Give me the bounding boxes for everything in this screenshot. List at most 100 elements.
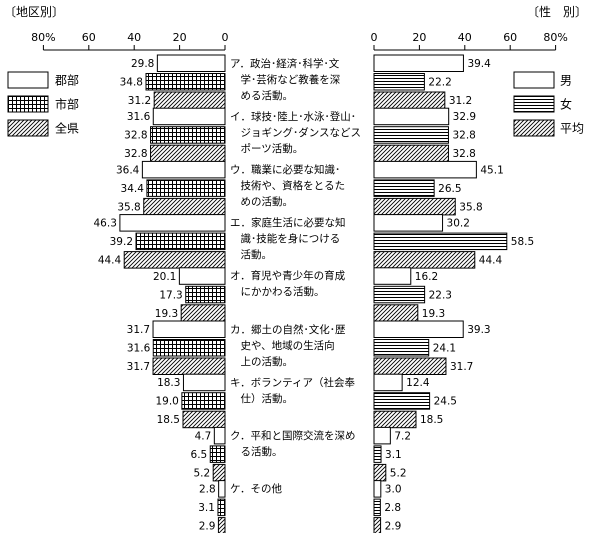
right-value-label: 32.9 (453, 111, 476, 123)
category-label-line: 仕）活動。 (230, 392, 293, 405)
left-bar (145, 73, 226, 91)
right-tick-label: 80% (543, 31, 567, 44)
category-label: ケ．その他 (230, 481, 370, 497)
left-value-label: 18.5 (157, 414, 180, 426)
right-value-label: 31.7 (450, 361, 473, 373)
right-value-label: 32.8 (452, 148, 475, 160)
left-value-label: 46.3 (94, 218, 117, 230)
right-value-label: 32.8 (452, 130, 475, 142)
right-bar (373, 373, 403, 392)
right-bar (373, 267, 412, 285)
left-tick-label: 0 (222, 31, 229, 44)
left-tick-label: 40 (127, 31, 141, 44)
category-label: オ．育児や青少年の育成 にかかわる活動。 (230, 268, 370, 300)
legend-left-label: 市部 (55, 97, 79, 112)
legend-left-label: 郡部 (55, 73, 79, 88)
category-label-line: める活動。 (230, 89, 293, 102)
left-value-label: 34.8 (120, 77, 143, 89)
right-bar (373, 463, 387, 482)
right-value-label: 39.4 (467, 58, 491, 70)
left-bar (141, 160, 226, 179)
category-label-line: イ．球技･陸上･水泳･登山･ (230, 110, 356, 123)
right-bar (373, 107, 450, 126)
category-label-line: カ．郷土の自然･文化･歴 (230, 323, 346, 336)
right-value-label: 3.1 (385, 449, 402, 461)
left-value-label: 31.7 (127, 324, 150, 336)
legend-left-swatch (7, 71, 49, 89)
category-label-line: 識･技能を身につける (230, 233, 341, 246)
left-bar (146, 179, 226, 197)
left-value-label: 17.3 (159, 289, 182, 301)
category-label-line: 活動。 (230, 249, 272, 262)
right-bar (373, 320, 464, 338)
right-value-label: 44.4 (479, 255, 503, 267)
right-tick-label: 60 (503, 31, 517, 44)
left-value-label: 32.8 (124, 148, 147, 160)
left-bar (150, 126, 226, 144)
left-bar (178, 267, 226, 285)
right-bar (373, 91, 446, 109)
legend-right-label: 女 (560, 97, 572, 112)
left-bar (150, 144, 226, 163)
category-label: エ．家庭生活に必要な知 識･技能を身につける 活動。 (230, 215, 370, 263)
left-value-label: 44.4 (98, 255, 122, 267)
right-value-label: 58.5 (511, 236, 534, 248)
right-bar (373, 285, 426, 304)
category-label: キ．ボランティア（社会奉 仕）活動。 (230, 375, 370, 407)
left-bar (213, 426, 226, 445)
left-bar (153, 91, 226, 109)
right-tick-label: 40 (458, 31, 472, 44)
left-value-label: 32.8 (124, 130, 147, 142)
category-label-line: 技術や、資格をとるた (230, 179, 346, 192)
left-bar (218, 480, 226, 498)
right-bar (373, 517, 382, 533)
category-label-line: にかかわる活動。 (230, 286, 325, 299)
legend-right-label: 平均 (560, 122, 584, 136)
right-value-label: 39.3 (467, 324, 490, 336)
left-bar (135, 232, 226, 251)
left-value-label: 5.2 (193, 467, 210, 479)
left-bar (217, 498, 226, 517)
right-value-label: 22.2 (428, 77, 451, 89)
left-bar (152, 339, 226, 357)
category-label-line: る活動。 (230, 445, 283, 458)
right-bar (373, 197, 456, 216)
region-header: 〔地区別〕 (4, 5, 65, 19)
left-value-label: 39.2 (110, 236, 133, 248)
category-label: ク．平和と国際交流を深め る活動。 (230, 428, 370, 460)
left-value-label: 2.8 (199, 484, 216, 496)
left-value-label: 34.4 (121, 183, 145, 195)
left-bar (123, 251, 226, 269)
left-value-label: 31.2 (128, 95, 151, 107)
left-value-label: 29.8 (131, 58, 154, 70)
right-value-label: 26.5 (438, 183, 461, 195)
category-label: カ．郷土の自然･文化･歴 史や、地域の生活向 上の活動。 (230, 322, 370, 370)
right-bar (373, 54, 464, 72)
right-value-label: 7.2 (394, 430, 411, 442)
right-value-label: 2.8 (384, 502, 401, 514)
right-bar (373, 179, 435, 197)
right-bar (373, 426, 391, 445)
category-label-line: めの活動。 (230, 195, 293, 208)
left-tick-label: 80% (31, 31, 55, 44)
right-bar (373, 232, 508, 251)
right-bar (373, 160, 477, 179)
legend-right-swatch (513, 71, 555, 89)
gender-header: 〔性 別〕 (527, 5, 588, 19)
left-bar (152, 357, 226, 375)
left-value-label: 6.5 (191, 449, 208, 461)
left-value-label: 20.1 (153, 271, 176, 283)
legend-right-label: 男 (560, 74, 572, 88)
right-value-label: 30.2 (447, 218, 470, 230)
category-label-line: 学･芸術など教養を深 (230, 73, 341, 86)
category-label: ア．政治･経済･科学･文 学･芸術など教養を深 める活動。 (230, 56, 370, 104)
left-value-label: 31.6 (127, 343, 151, 355)
right-value-label: 18.5 (420, 414, 443, 426)
left-value-label: 31.7 (127, 361, 150, 373)
right-value-label: 12.4 (406, 377, 430, 389)
right-value-label: 31.2 (449, 95, 472, 107)
right-value-label: 16.2 (415, 271, 438, 283)
left-value-label: 36.4 (116, 164, 140, 176)
left-bar (181, 392, 226, 410)
